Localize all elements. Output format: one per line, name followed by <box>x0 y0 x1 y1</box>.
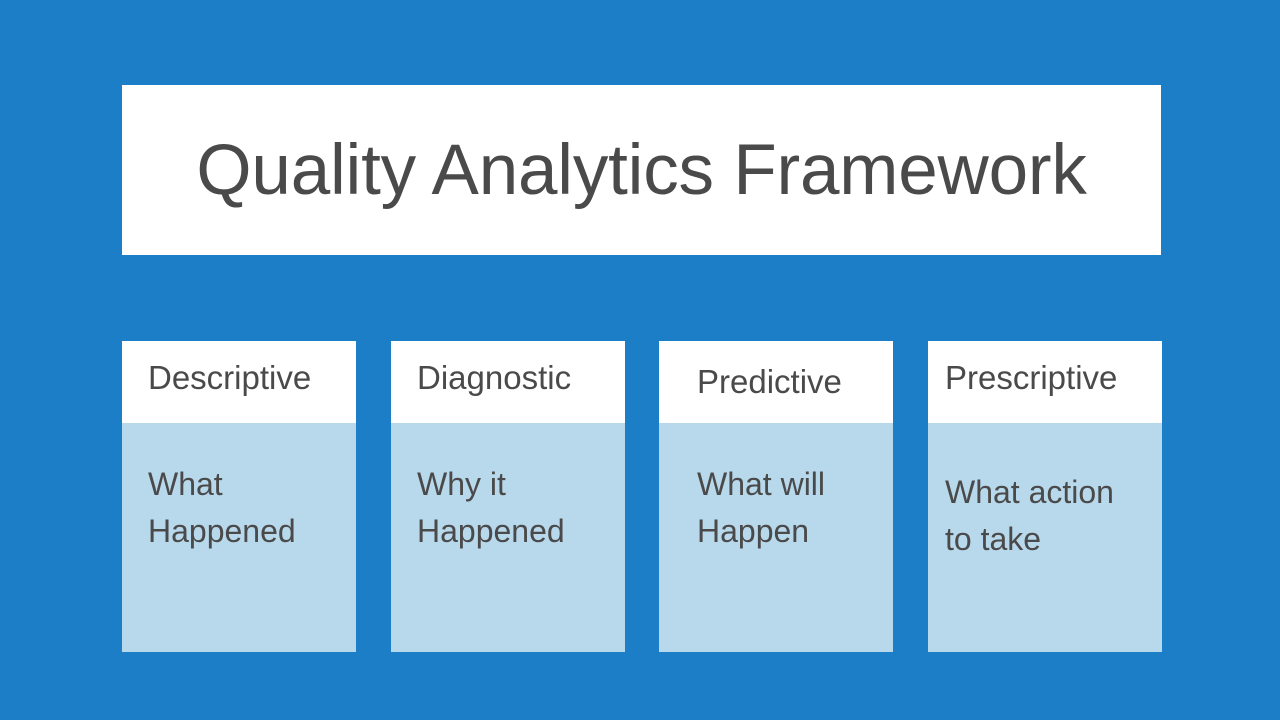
card-body-line-2: Happened <box>417 513 565 549</box>
card-body-prescriptive: What action to take <box>945 469 1157 563</box>
analytics-card-diagnostic[interactable]: Diagnostic Why it Happened <box>391 341 625 652</box>
card-header-diagnostic: Diagnostic <box>391 341 625 423</box>
analytics-card-prescriptive[interactable]: Prescriptive What action to take <box>928 341 1162 652</box>
card-title-prescriptive: Prescriptive <box>945 359 1118 396</box>
card-body-line-1: What will <box>697 466 826 502</box>
analytics-card-row: Descriptive What Happened Diagnostic Why… <box>122 341 1162 652</box>
card-title-descriptive: Descriptive <box>148 359 312 396</box>
card-body-line-1: What action <box>945 474 1114 510</box>
card-body-predictive: What will Happen <box>697 461 897 555</box>
title-banner: Quality Analytics Framework <box>122 85 1161 255</box>
card-body-line-1: What <box>148 466 223 502</box>
card-body-descriptive: What Happened <box>148 461 348 555</box>
card-title-diagnostic: Diagnostic <box>417 359 572 396</box>
card-body-line-2: to take <box>945 521 1042 557</box>
card-body-line-2: Happened <box>148 513 296 549</box>
card-body-line-1: Why it <box>417 466 506 502</box>
card-title-predictive: Predictive <box>697 363 842 400</box>
card-header-prescriptive: Prescriptive <box>928 341 1162 423</box>
analytics-card-predictive[interactable]: Predictive What will Happen <box>659 341 893 652</box>
card-header-predictive: Predictive <box>659 341 893 423</box>
card-body-line-2: Happen <box>697 513 810 549</box>
analytics-card-descriptive[interactable]: Descriptive What Happened <box>122 341 356 652</box>
card-header-descriptive: Descriptive <box>122 341 356 423</box>
card-body-diagnostic: Why it Happened <box>417 461 617 555</box>
page-title: Quality Analytics Framework <box>196 130 1087 210</box>
